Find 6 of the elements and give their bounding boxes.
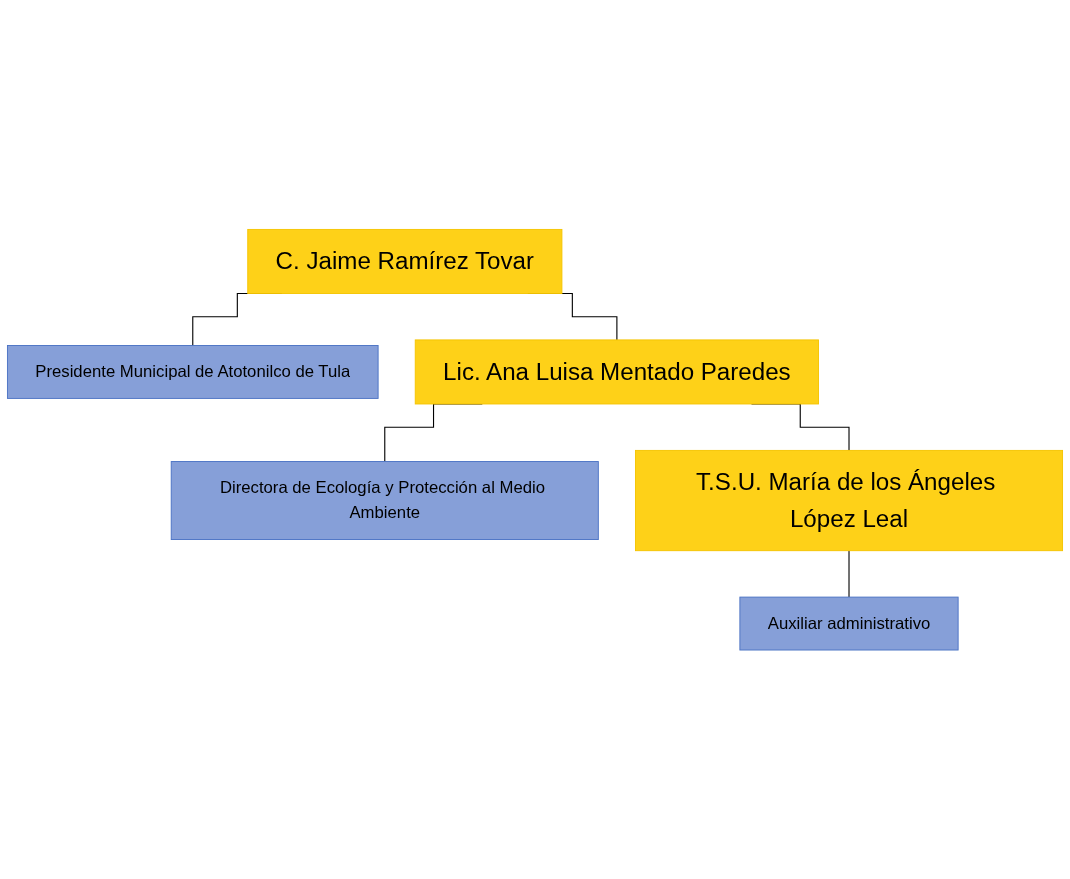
node-box: T.S.U. María de los Ángeles López Leal [635,449,1064,551]
node-box: Auxiliar administrativo [739,596,959,651]
node-box: Presidente Municipal de Atotonilco de Tula [6,344,379,399]
node-box: C. Jaime Ramírez Tovar [247,228,563,294]
node-box: Lic. Ana Luisa Mentado Paredes [414,339,819,405]
node-box: Directora de Ecología y Protección al Medio Ambiente [170,460,599,540]
